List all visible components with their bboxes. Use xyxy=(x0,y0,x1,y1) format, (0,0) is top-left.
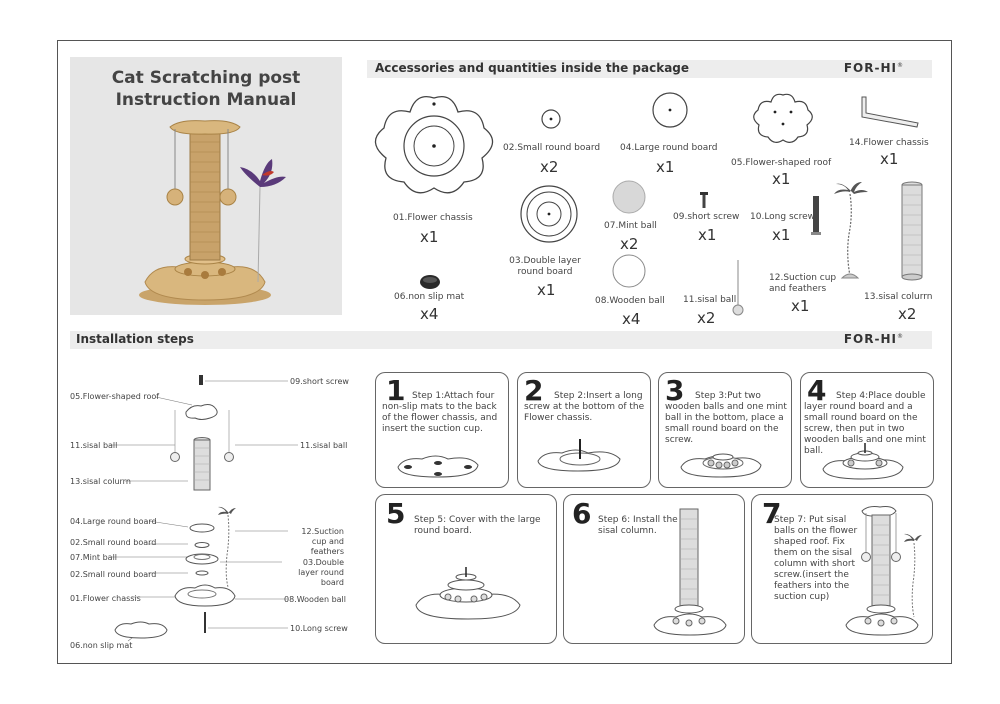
non-slip-mat-icon xyxy=(420,275,440,289)
acc-label-double-layer-board: 03.Double layer round board xyxy=(509,256,581,277)
acc-qty-short-screw: x1 xyxy=(698,226,717,244)
acc-qty-large-round-board: x1 xyxy=(656,158,675,176)
acc-qty-flower-roof: x1 xyxy=(772,170,791,188)
acc-label-non-slip-mat: 06.non slip mat xyxy=(394,292,465,302)
acc-label-flower-roof: 05.Flower-shaped roof xyxy=(731,158,832,168)
acc-label-small-round-board: 02.Small round board xyxy=(503,143,601,153)
acc-label-hex-key: 14.Flower chassis xyxy=(849,138,929,148)
acc-label-mint-ball: 07.Mint ball xyxy=(604,221,657,231)
acc-qty-wooden-ball: x4 xyxy=(622,310,641,328)
exploded-label-sisal-column: 13.sisal colurrn xyxy=(70,477,131,486)
page-frame xyxy=(57,40,952,664)
acc-label-flower-chassis: 01.Flower chassis xyxy=(393,213,473,223)
flower-roof-icon xyxy=(753,93,813,143)
step-2-illustration xyxy=(537,439,621,472)
exploded-label-suction-cup: 12.Suction cup and feathers xyxy=(301,527,344,556)
step-5-illustration xyxy=(415,567,521,620)
sisal-column-icon xyxy=(901,181,923,281)
step-4-panel: 4 Step 4:Place double layer round board … xyxy=(800,372,934,488)
product-hero: Cat Scratching post Instruction Manual xyxy=(70,57,342,315)
installation-header: Installation steps FOR-HI® xyxy=(70,331,932,349)
flower-chassis-icon xyxy=(374,95,494,194)
acc-qty-flower-chassis: x1 xyxy=(420,228,439,246)
step-4-illustration xyxy=(822,443,904,480)
long-screw-icon xyxy=(811,196,821,235)
exploded-label-large-board: 04.Large round board xyxy=(70,517,157,526)
product-photo-icon xyxy=(139,120,286,305)
step-1-illustration xyxy=(397,455,479,478)
acc-qty-suction-cup: x1 xyxy=(791,297,810,315)
acc-label-sisal-ball: 11.sisal ball xyxy=(683,295,737,305)
exploded-label-long-screw: 10.Long screw xyxy=(290,624,348,633)
step-6-panel: 6 Step 6: Install the sisal column. xyxy=(563,494,745,644)
wooden-ball-icon xyxy=(612,254,646,288)
hex-key-icon xyxy=(861,96,919,128)
exploded-label-double-layer-board: 03.Double layer round board xyxy=(298,558,344,587)
acc-qty-sisal-ball: x2 xyxy=(697,309,716,327)
small-round-board-icon xyxy=(541,109,561,129)
exploded-label-sisal-ball-right: 11.sisal ball xyxy=(300,441,348,450)
large-round-board-icon xyxy=(652,92,688,128)
acc-label-wooden-ball: 08.Wooden ball xyxy=(595,296,665,306)
acc-label-large-round-board: 04.Large round board xyxy=(620,143,718,153)
step-2-panel: 2 Step 2:Insert a long screw at the bott… xyxy=(517,372,651,488)
short-screw-icon xyxy=(700,192,708,208)
exploded-label-wooden-ball: 08.Wooden ball xyxy=(284,595,346,604)
acc-qty-hex-key: x1 xyxy=(880,150,899,168)
acc-label-long-screw: 10.Long screw xyxy=(750,212,815,222)
step-7-illustration xyxy=(845,506,922,636)
manual-title: Cat Scratching post Instruction Manual xyxy=(111,68,301,110)
exploded-label-flower-roof: 05.Flower-shaped roof xyxy=(70,392,160,401)
step-6-illustration xyxy=(653,508,727,636)
exploded-label-small-board-2: 02.Small round board xyxy=(70,570,157,579)
accessories-header: Accessories and quantities inside the pa… xyxy=(367,60,932,78)
acc-qty-sisal-column: x2 xyxy=(898,305,917,323)
step-1-panel: 1 Step 1:Attach four non-slip mats to th… xyxy=(375,372,509,488)
mint-ball-icon xyxy=(612,180,646,214)
acc-qty-long-screw: x1 xyxy=(772,226,791,244)
step-3-illustration xyxy=(680,453,762,478)
acc-qty-double-layer-board: x1 xyxy=(537,281,556,299)
acc-label-suction-cup: 12.Suction cup and feathers xyxy=(769,273,837,294)
step-5-panel: 5 Step 5: Cover with the large round boa… xyxy=(375,494,557,644)
exploded-diagram xyxy=(112,375,298,642)
double-layer-round-board-icon xyxy=(520,185,578,243)
exploded-label-non-slip-mat: 06.non slip mat xyxy=(70,641,133,650)
acc-qty-non-slip-mat: x4 xyxy=(420,305,439,323)
exploded-label-flower-chassis: 01.Flower chassis xyxy=(70,594,141,603)
acc-label-sisal-column: 13.sisal colurrn xyxy=(864,292,933,302)
exploded-label-short-screw: 09.short screw xyxy=(290,377,349,386)
step-3-panel: 3 Step 3:Put two wooden balls and one mi… xyxy=(658,372,792,488)
exploded-label-small-board-1: 02.Small round board xyxy=(70,538,157,547)
acc-qty-small-round-board: x2 xyxy=(540,158,559,176)
step-7-panel: 7 Step 7: Put sisal balls on the flower … xyxy=(751,494,933,644)
exploded-label-mint-ball: 07.Mint ball xyxy=(70,553,118,562)
brand-logo: FOR-HI® xyxy=(843,332,904,346)
suction-cup-feathers-icon xyxy=(834,182,868,279)
sisal-ball-icon xyxy=(732,260,744,316)
brand-logo: FOR-HI® xyxy=(843,61,904,75)
acc-label-short-screw: 09.short screw xyxy=(673,212,740,222)
acc-qty-mint-ball: x2 xyxy=(620,235,639,253)
exploded-label-sisal-ball-left: 11.sisal ball xyxy=(70,441,118,450)
